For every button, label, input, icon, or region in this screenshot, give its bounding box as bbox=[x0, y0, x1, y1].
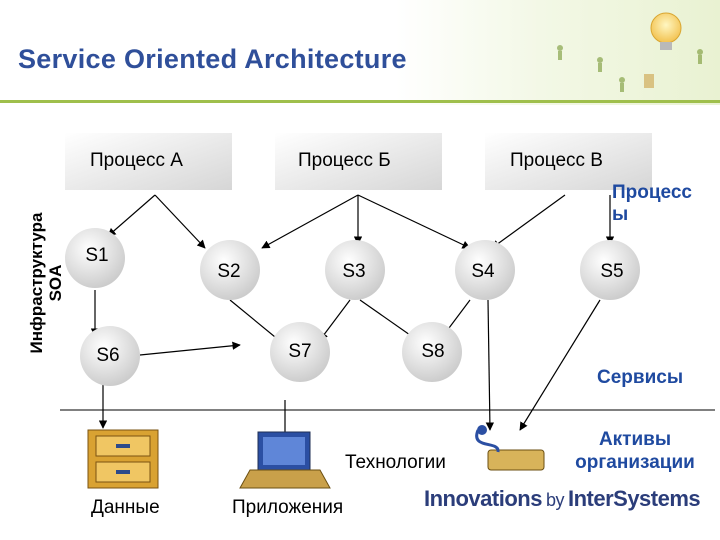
header-divider bbox=[0, 100, 720, 103]
layer-label-processes: Процесс ы bbox=[612, 182, 692, 225]
layer-label-assets: Активы организации bbox=[575, 429, 695, 473]
service-label-s5: S5 bbox=[600, 261, 624, 282]
service-node-s7 bbox=[270, 322, 330, 382]
process-label-a: Процесс А bbox=[90, 150, 183, 171]
service-label-s3: S3 bbox=[342, 261, 366, 282]
service-label-s1: S1 bbox=[85, 245, 109, 266]
database-cabinet-icon bbox=[87, 429, 159, 489]
service-node-s1 bbox=[65, 228, 125, 288]
layer-label-services: Сервисы bbox=[597, 367, 684, 388]
asset-label-applications: Приложения bbox=[232, 497, 344, 518]
page-title: Service Oriented Architecture bbox=[18, 44, 407, 74]
process-box-v bbox=[485, 133, 652, 190]
logo-brand: InterSystems bbox=[567, 486, 701, 511]
process-label-b: Процесс Б bbox=[298, 150, 391, 171]
logo-innovations: Innovations bbox=[424, 486, 542, 511]
header-decoration bbox=[557, 12, 703, 92]
service-node-s5 bbox=[580, 240, 640, 300]
process-box-a bbox=[65, 133, 232, 190]
lightbulb-icon bbox=[650, 12, 682, 50]
network-device-icon bbox=[475, 425, 545, 471]
slide-header: Service Oriented Architecture bbox=[0, 0, 720, 105]
service-node-s3 bbox=[325, 240, 385, 300]
service-node-s6 bbox=[80, 326, 140, 386]
process-label-v: Процесс В bbox=[510, 150, 603, 171]
asset-label-data: Данные bbox=[91, 497, 160, 518]
process-to-service-arrows bbox=[90, 194, 615, 441]
asset-label-technologies: Технологии bbox=[345, 452, 446, 473]
laptop-icon bbox=[239, 431, 331, 489]
service-label-s7: S7 bbox=[288, 341, 312, 362]
service-label-s2: S2 bbox=[217, 261, 241, 282]
service-label-s4: S4 bbox=[471, 261, 495, 282]
service-node-s2 bbox=[200, 240, 260, 300]
service-node-s8 bbox=[402, 322, 462, 382]
service-node-s4 bbox=[455, 240, 515, 300]
process-box-b bbox=[275, 133, 442, 190]
service-label-s8: S8 bbox=[421, 341, 445, 362]
service-label-s6: S6 bbox=[96, 345, 120, 366]
logo-by: by bbox=[545, 490, 565, 510]
people-figures-icon bbox=[557, 45, 703, 92]
